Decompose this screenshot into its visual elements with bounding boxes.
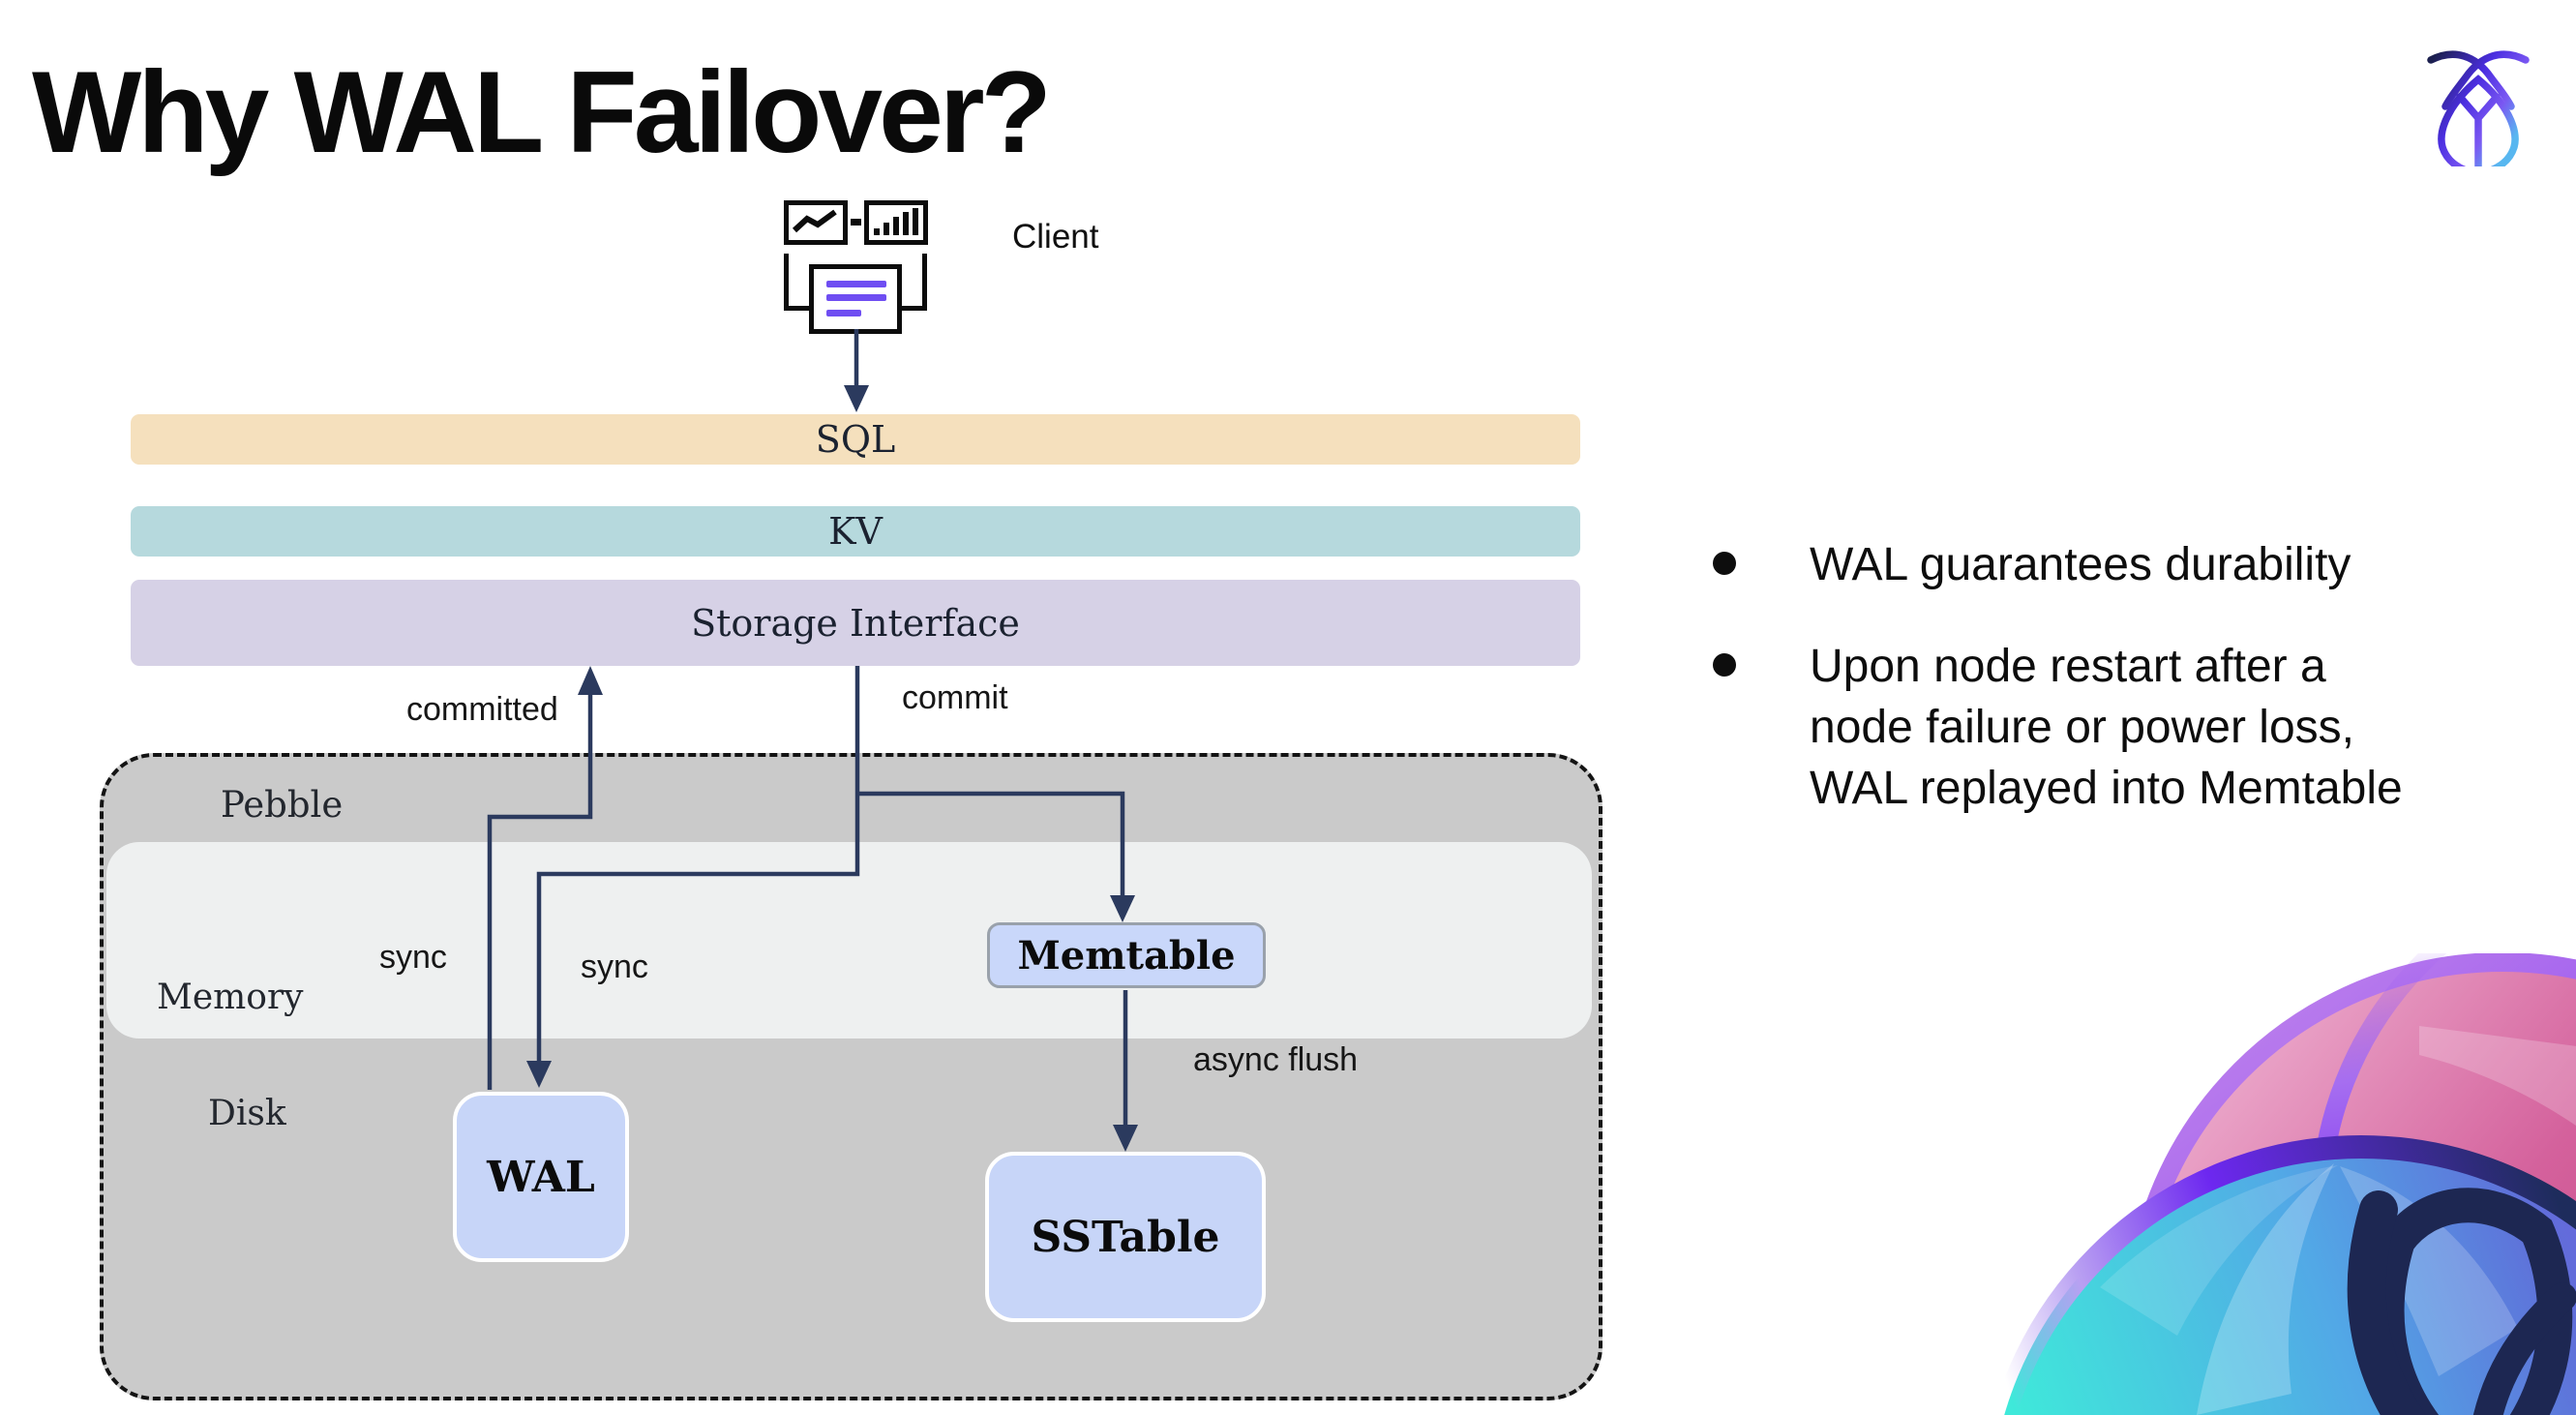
edge-label-sync-right: sync <box>581 948 648 985</box>
cockroach-glyph <box>2347 1188 2576 1415</box>
document-line <box>826 310 861 316</box>
edge-label-async-flush: async flush <box>1193 1041 1359 1078</box>
client-label: Client <box>1012 218 1099 256</box>
document-line <box>826 281 886 287</box>
bullet-line: WAL guarantees durability <box>1810 539 2351 590</box>
client-barchart-monitor-icon <box>864 200 928 245</box>
client-document-icon <box>809 264 902 334</box>
client-chart-monitor-icon <box>784 200 848 245</box>
bullet-line: Upon node restart after a <box>1810 641 2326 692</box>
cockroachdb-logo-icon <box>2427 50 2530 166</box>
node-sstable: SSTable <box>985 1152 1266 1322</box>
memory-band <box>106 842 1592 1039</box>
bullet-line: WAL replayed into Memtable <box>1810 763 2403 814</box>
edge-label-committed: committed <box>406 691 558 728</box>
client-bracket-left <box>784 254 810 311</box>
pebble-label: Pebble <box>221 784 344 826</box>
client-icon-dash <box>851 219 861 226</box>
disk-label: Disk <box>208 1094 286 1133</box>
layer-storage-interface: Storage Interface <box>131 580 1580 666</box>
memory-label: Memory <box>157 978 304 1017</box>
bullet-line: node failure or power loss, <box>1810 702 2354 753</box>
document-line <box>826 294 886 301</box>
layer-sql: SQL <box>131 414 1580 465</box>
client-bracket-right <box>901 254 927 311</box>
bullet-item: WAL guarantees durability <box>1701 534 2495 595</box>
node-memtable: Memtable <box>987 922 1266 988</box>
layer-kv: KV <box>131 506 1580 557</box>
edge-label-sync-left: sync <box>379 939 447 976</box>
bullet-list: WAL guarantees durability Upon node rest… <box>1701 534 2495 819</box>
bullet-item: Upon node restart after a node failure o… <box>1701 636 2495 819</box>
node-wal: WAL <box>453 1092 629 1262</box>
edge-label-commit: commit <box>902 679 1008 716</box>
page-title: Why WAL Failover? <box>32 47 1052 177</box>
brand-artwork <box>1992 953 2576 1415</box>
blue-ring <box>1992 1135 2576 1415</box>
